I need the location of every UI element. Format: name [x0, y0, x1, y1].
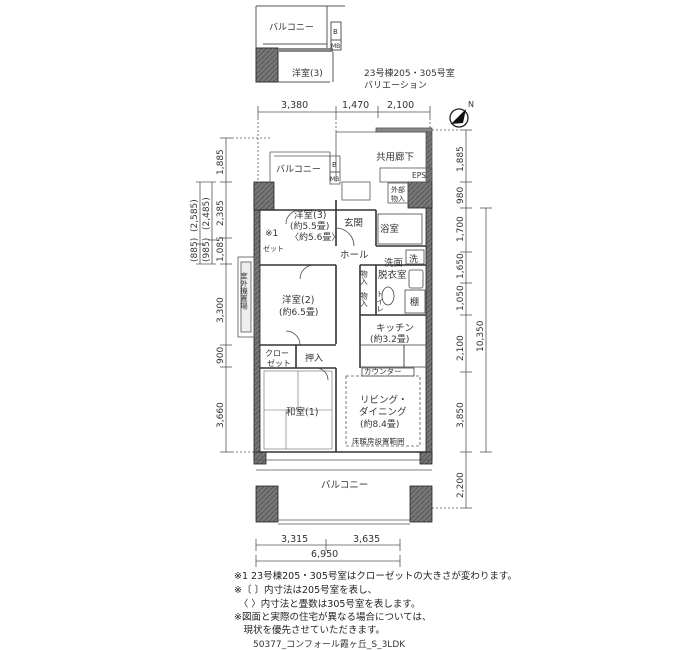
left-dim-2385: 2,385 [216, 200, 226, 226]
yoshitsu3-label: 洋室(3) [294, 209, 326, 221]
left-dim-2585: (2,585) [190, 199, 200, 232]
bottom-dim-2: 3,635 [353, 534, 380, 545]
note-mark-1: ※1 [265, 229, 278, 239]
living-label-2: ダイニング [359, 406, 407, 418]
oshiire-label: 押入 [305, 352, 323, 364]
compass-icon: N [449, 100, 474, 128]
fixtures [377, 213, 426, 314]
left-dimensions [196, 137, 270, 453]
toilet-label: トイレ [376, 290, 385, 313]
balcony-top-label: バルコニー [276, 164, 321, 175]
doors [285, 209, 355, 381]
mb-label: MB [330, 176, 339, 183]
note-4: ※図面と実際の住宅が異なる場合については、 [234, 612, 432, 623]
genkan-label: 玄関 [344, 217, 363, 229]
closet-small-label-1: ゼット [263, 244, 284, 253]
bottom-dim-total: 6,950 [311, 549, 338, 560]
corridor-label: 共用廊下 [376, 151, 414, 163]
yoshitsu2-area: (約6.5畳) [279, 306, 318, 318]
variation-room-label: 洋室(3) [292, 67, 323, 79]
sen-label: 洗 [409, 253, 418, 265]
living-label-1: リビング・ [360, 394, 408, 406]
shitsugai-label: 室外機置場 [239, 271, 248, 311]
left-dim-2485: (2,485) [202, 197, 212, 230]
kitchen-label: キッチン [376, 323, 414, 334]
right-dim-2200: 2,200 [456, 472, 466, 498]
walls [253, 181, 433, 523]
left-dim-985: (985) [202, 238, 212, 262]
left-dim-900: 900 [216, 347, 226, 364]
right-dim-1885: 1,885 [456, 146, 466, 172]
floor-plan: バルコニー 洋室(3) B MB 23号棟205・305号室 バリエーション 3… [190, 5, 492, 567]
top-dimensions [257, 106, 431, 182]
eps-label: EPS [412, 171, 426, 180]
bottom-dim-1: 3,315 [281, 534, 308, 545]
monoire-1-label: 物入 [359, 269, 368, 286]
balcony-bottom [256, 459, 432, 525]
counter-label: カウンター [364, 367, 402, 376]
b-label: B [332, 161, 337, 169]
top-dim-2: 1,470 [342, 100, 369, 111]
kitchen-counter [359, 331, 427, 377]
yoshitsu3-area: (約5.5畳) [290, 220, 329, 232]
plan-caption: 50377_コンフォール霞ヶ丘_S_3LDK [253, 640, 406, 650]
top-dim-3: 2,100 [387, 100, 414, 111]
left-dim-3660: 3,660 [216, 402, 226, 428]
right-dim-1700: 1,700 [456, 216, 466, 242]
room-labels: 洋室(3) (約5.5畳) 〈約5.6畳〉 ※1 ゼット 玄関 浴室 ホール 洗… [239, 209, 419, 491]
left-dim-885: (885) [190, 238, 200, 262]
yoshitsu2-label: 洋室(2) [282, 294, 314, 306]
monoire-2-label: 物入 [359, 291, 368, 308]
left-dim-3300: 3,300 [216, 297, 226, 323]
corridor-area [335, 127, 433, 204]
variation-balcony-label: バルコニー [269, 22, 314, 33]
yoshitsu3-area-305: 〈約5.6畳〉 [290, 231, 340, 243]
variation-note-line2: バリエーション [364, 80, 427, 91]
closet-label-1: クロー [265, 349, 289, 358]
pipe-space-label-1: 外部 [391, 185, 405, 194]
washitsu-label: 和室(1) [286, 406, 318, 418]
variation-inset: バルコニー 洋室(3) B MB 23号棟205・305号室 バリエーション [255, 5, 455, 91]
top-dim-1: 3,380 [281, 100, 308, 111]
right-dimensions [432, 129, 492, 509]
note-1: ※1 23号棟205・305号室はクローゼットの大きさが変わります。 [234, 571, 517, 582]
left-dim-1085: 1,085 [216, 236, 226, 262]
pipe-space-label-2: 物入 [391, 194, 405, 203]
compass-n-label: N [468, 100, 474, 109]
note-2: ※〔 〕内寸法は205号室を表し、 [234, 585, 378, 596]
note-5: 現状を優先させていただきます。 [234, 625, 386, 636]
bottom-dimensions [255, 539, 401, 567]
floor-heating-label: 床暖房設置範囲 [352, 436, 405, 446]
variation-mb-label: MB [331, 43, 340, 50]
ac-unit-area [237, 256, 255, 338]
balcony-top [269, 151, 341, 185]
partitions [260, 200, 426, 453]
right-dim-1650: 1,650 [456, 253, 466, 279]
right-dim-3850: 3,850 [456, 402, 466, 428]
kitchen-area: (約3.2畳) [370, 333, 409, 345]
balcony-bottom-label: バルコニー [321, 480, 368, 491]
tana-label: 棚 [410, 296, 419, 308]
left-dim-1885: 1,885 [216, 149, 226, 175]
closet-label-2: ゼット [267, 358, 291, 368]
datsuishitsu-label: 脱衣室 [378, 269, 407, 281]
washitsu-tatami [263, 370, 333, 450]
variation-b-label: B [333, 28, 338, 36]
senmen-label: 洗面 [384, 257, 403, 269]
right-dim-2100: 2,100 [456, 335, 466, 361]
variation-note-line1: 23号棟205・305号室 [364, 67, 455, 79]
right-dim-1050: 1,050 [456, 285, 466, 311]
right-dim-total: 10,350 [476, 320, 486, 352]
note-3: 〈 〉内寸法と畳数は305号室を表します。 [234, 599, 421, 610]
living-area: (約8.4畳) [360, 418, 399, 430]
right-dim-980: 980 [456, 187, 466, 204]
hall-label: ホール [340, 250, 369, 261]
yokushitsu-label: 浴室 [380, 223, 399, 235]
